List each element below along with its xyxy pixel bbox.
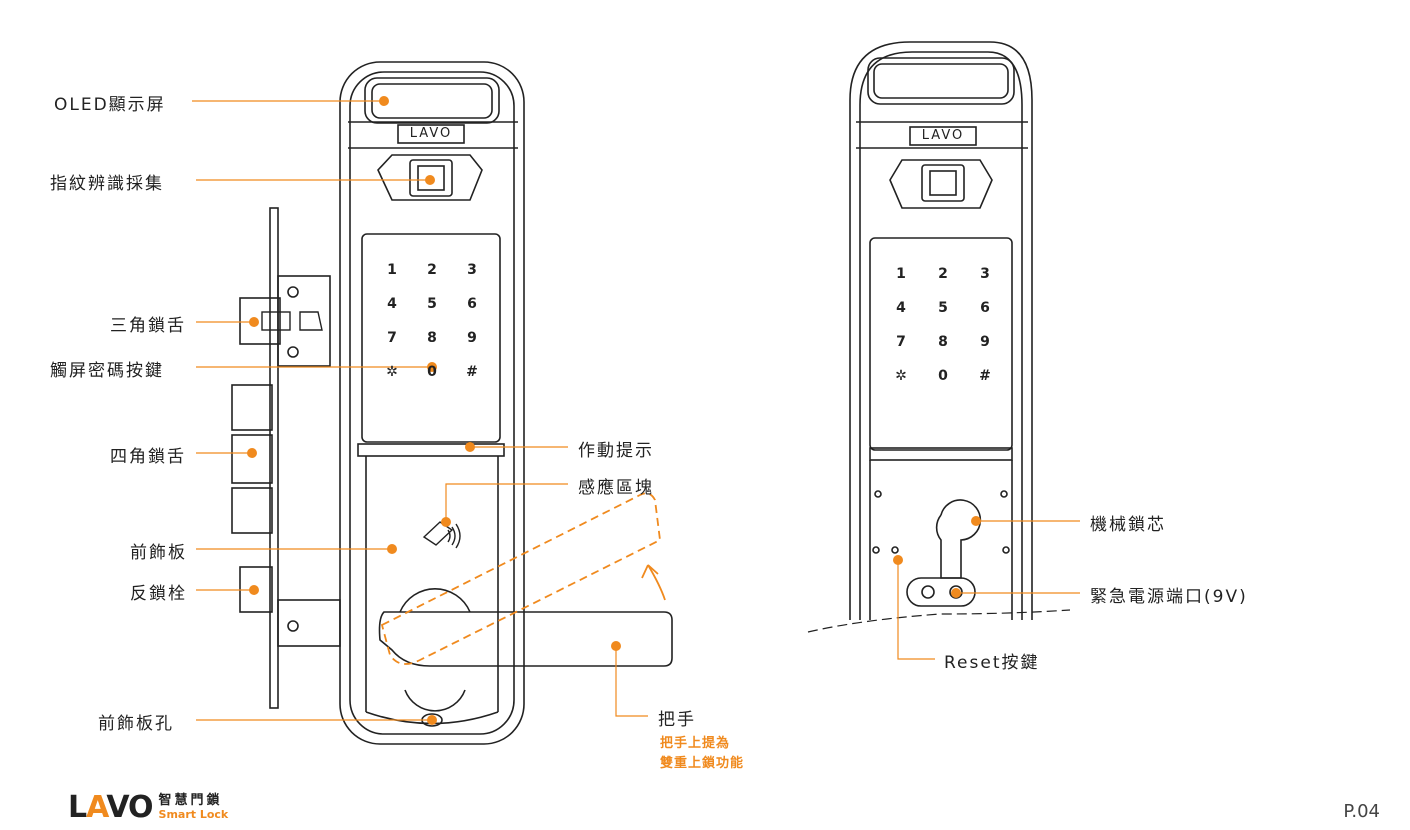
door-ground-line — [807, 609, 1071, 633]
keypad-key: ✲ — [386, 364, 398, 380]
front-keypad: 1 2 3 4 5 6 7 8 9 ✲ 0 # — [372, 262, 492, 380]
label-front-plate-hole: 前飾板孔 — [98, 714, 174, 734]
callout-lines — [192, 100, 1080, 721]
brand-wordmark: LAVO — [68, 790, 154, 825]
callout-dots — [247, 96, 981, 725]
keypad-key: 7 — [387, 330, 397, 346]
keypad-key: 2 — [427, 262, 437, 278]
keypad-key: 8 — [938, 334, 948, 350]
label-handle-note-2: 雙重上鎖功能 — [660, 756, 745, 771]
keypad-key: 3 — [980, 266, 990, 282]
label-handle: 把手 — [658, 710, 696, 730]
rfid-icon — [422, 521, 461, 549]
keypad-key: 8 — [427, 330, 437, 346]
front-lock-body — [231, 61, 673, 745]
label-oled: OLED顯示屏 — [54, 95, 166, 115]
keypad-key: 5 — [938, 300, 948, 316]
keypad-key: 2 — [938, 266, 948, 282]
keypad-key: 6 — [980, 300, 990, 316]
lifted-handle-outline — [380, 492, 661, 665]
front-logo: LAVO — [409, 126, 453, 141]
rear-logo: LAVO — [921, 128, 965, 143]
keypad-key: 7 — [896, 334, 906, 350]
label-deadlock: 反鎖栓 — [130, 584, 187, 604]
keypad-key: 3 — [467, 262, 477, 278]
keypad-key: 6 — [467, 296, 477, 312]
label-sensor-area: 感應區塊 — [578, 478, 654, 498]
label-fingerprint: 指紋辨識採集 — [50, 174, 164, 194]
keypad-key: 0 — [938, 368, 948, 384]
brand-logo: LAVO 智慧門鎖 Smart Lock — [68, 790, 228, 825]
keypad-key: 1 — [387, 262, 397, 278]
brand-en: Smart Lock — [158, 807, 229, 821]
brand-cn: 智慧門鎖 — [158, 792, 223, 808]
keypad-key: # — [979, 368, 991, 384]
keypad-key: # — [466, 364, 478, 380]
keypad-key: 0 — [427, 364, 437, 380]
label-emergency-port: 緊急電源端口(9V) — [1090, 587, 1248, 607]
keypad-key: 5 — [427, 296, 437, 312]
label-mechanical-cylinder: 機械鎖芯 — [1090, 515, 1166, 535]
lift-arrow — [647, 564, 666, 601]
rear-keypad: 1 2 3 4 5 6 7 8 9 ✲ 0 # — [880, 266, 1006, 384]
keypad-key: 9 — [980, 334, 990, 350]
keypad-key: 9 — [467, 330, 477, 346]
label-handle-note-1: 把手上提為 — [660, 736, 731, 751]
label-front-plate: 前飾板 — [130, 543, 187, 563]
label-triangle-latch: 三角鎖舌 — [110, 316, 186, 336]
label-reset-button: Reset按鍵 — [944, 653, 1040, 673]
keypad-key: 4 — [896, 300, 906, 316]
keypad-key: 4 — [387, 296, 397, 312]
page-number: P.04 — [1343, 801, 1380, 822]
rear-lock-body — [849, 41, 1033, 620]
keypad-key: ✲ — [895, 368, 907, 384]
label-touch-keypad: 觸屏密碼按鍵 — [50, 361, 164, 381]
label-action-indicator: 作動提示 — [578, 441, 654, 461]
keypad-key: 1 — [896, 266, 906, 282]
label-square-bolt: 四角鎖舌 — [110, 447, 186, 467]
